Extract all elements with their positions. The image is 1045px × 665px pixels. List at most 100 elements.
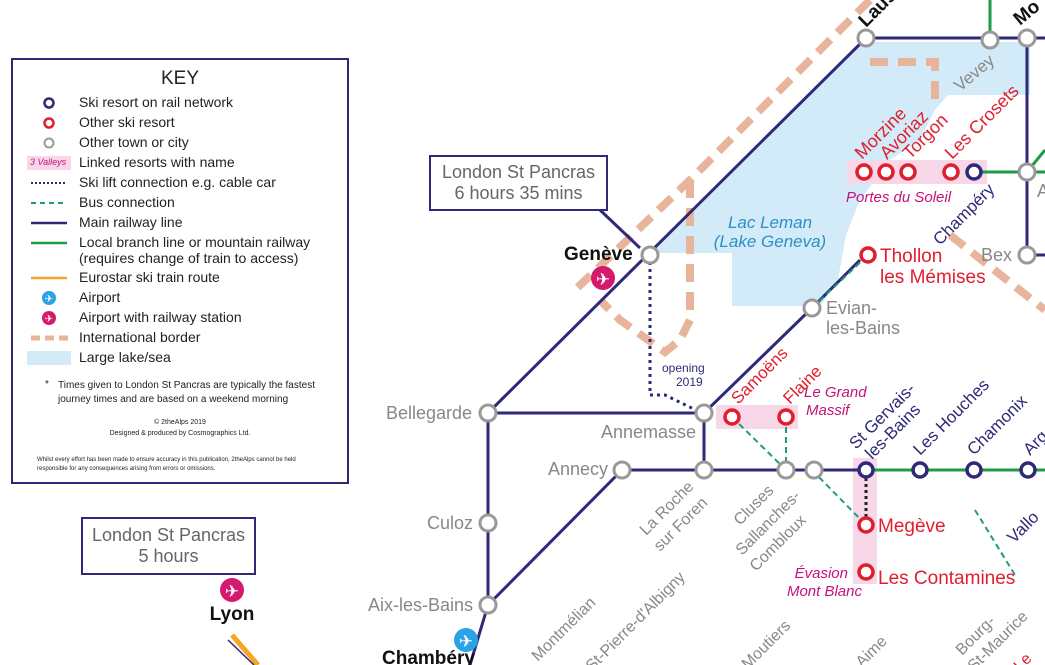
svg-text:✈: ✈ [45, 294, 53, 305]
eurostar-route-edge [227, 639, 255, 665]
key-row: ✈ Airport with railway station [13, 308, 347, 328]
ski-resort-rail-symbol [43, 97, 55, 109]
key-row: Ski lift connection e.g. cable car [13, 173, 347, 193]
label-aime: Aime [853, 633, 891, 665]
key-label: Linked resorts with name [79, 154, 235, 170]
label-bex: Bex [981, 245, 1012, 265]
svg-text:✈: ✈ [45, 314, 53, 325]
svg-text:✈: ✈ [225, 582, 239, 601]
airport-symbol: ✈ [42, 291, 56, 305]
key-disclaimer-line2: responsible for any consequences arising… [37, 466, 216, 472]
time-box-pointer [598, 208, 642, 250]
label-geneve: Genève [564, 244, 633, 265]
label-grand-massif-line2: Massif [806, 402, 851, 419]
international-border [572, 0, 1045, 358]
linked-resorts-symbol [27, 156, 71, 170]
other-ski-resort-symbol [43, 117, 55, 129]
label-chambery: Chambéry [382, 648, 475, 665]
local-branch-symbol [31, 241, 67, 245]
key-label: Large lake/sea [79, 349, 171, 365]
airport-icon: ✈ [454, 628, 478, 652]
key-row: Bus connection [13, 193, 347, 213]
label-evasion-line1: Évasion [795, 565, 848, 582]
eurostar-symbol [31, 276, 67, 280]
key-label: Bus connection [79, 194, 175, 210]
key-row: Eurostar ski train route [13, 268, 347, 288]
label-opening-line1: opening [662, 361, 705, 375]
ski-lift-symbol [31, 182, 67, 184]
svg-text:✈: ✈ [596, 270, 610, 289]
key-label: Airport with railway station [79, 309, 242, 325]
time-box-lyon-line2: 5 hours [138, 546, 199, 566]
linked-resorts-tag: 3 Valleys [30, 157, 67, 167]
key-disclaimer-line1: Whilst every effort has been made to ens… [37, 457, 296, 463]
ski-resort-rail-markers [857, 163, 1037, 479]
map-key: KEY Ski resort on rail network Other ski… [11, 58, 349, 484]
lake-symbol [27, 351, 71, 365]
key-label: Local branch line or mountain railway [79, 234, 311, 250]
label-vallorcine: Vallo [1003, 508, 1042, 547]
key-row: 3 Valleys Linked resorts with name [13, 153, 347, 173]
label-annecy: Annecy [548, 459, 608, 479]
label-moutiers: Moutiers [739, 617, 794, 665]
key-row: Other ski resort [13, 113, 347, 133]
svg-text:✈: ✈ [459, 632, 473, 651]
label-aigle: A [1037, 181, 1045, 201]
key-row: International border [13, 328, 347, 348]
label-annemasse: Annemasse [601, 422, 696, 442]
airport-rail-icon: ✈ [220, 578, 244, 602]
key-copyright: © 2theAlps 2019 [154, 419, 206, 426]
label-bellegarde: Bellegarde [386, 403, 472, 423]
label-grand-massif-line1: Le Grand [804, 384, 867, 401]
key-label: Other ski resort [79, 114, 175, 130]
label-opening-line2: 2019 [676, 375, 703, 389]
label-thollon-line2: les Mémises [880, 267, 986, 288]
main-railway-symbol [31, 221, 67, 225]
key-row: Other town or city [13, 133, 347, 153]
eurostar-route [230, 633, 260, 665]
other-town-symbol [43, 137, 55, 149]
label-megeve: Megève [878, 516, 946, 537]
key-row: Large lake/sea [13, 348, 347, 368]
key-label: Airport [79, 289, 121, 305]
label-aix: Aix-les-Bains [368, 595, 473, 615]
label-thollon-line1: Thollon [880, 246, 942, 267]
time-box-lyon-line1: London St Pancras [91, 525, 246, 545]
label-lake-line2: (Lake Geneva) [714, 232, 826, 251]
key-label: Ski resort on rail network [79, 94, 234, 110]
key-label: Eurostar ski train route [79, 269, 220, 285]
time-box-geneve: London St Pancras 6 hours 35 mins [429, 155, 608, 211]
key-note-line2: journey times and are based on a weekend… [58, 394, 289, 405]
key-row: Ski resort on rail network [13, 93, 347, 113]
label-le-partial: Le [1011, 650, 1036, 665]
other-ski-resort-markers [723, 163, 960, 581]
key-row: Main railway line [13, 213, 347, 233]
bus-symbol [31, 202, 67, 204]
key-credit: Designed & produced by Cosmographics Ltd… [109, 430, 251, 437]
label-evian-line2: les-Bains [826, 318, 900, 338]
label-culoz: Culoz [427, 513, 473, 533]
label-portes-du-soleil: Portes du Soleil [846, 189, 952, 206]
key-note-line1: Times given to London St Pancras are typ… [58, 380, 315, 391]
time-box-geneve-line1: London St Pancras [441, 162, 596, 182]
airport-rail-symbol: ✈ [42, 311, 56, 325]
town-markers [478, 28, 1037, 615]
key-label-secondary: (requires change of train to access) [79, 250, 299, 266]
label-argentiere: Arg [1019, 427, 1045, 459]
lake-geneva [650, 42, 1030, 306]
key-label: Other town or city [79, 134, 189, 150]
key-asterisk: * [45, 379, 49, 390]
label-montreux: Mo [1010, 0, 1045, 30]
border-symbol [31, 335, 71, 341]
label-evian-line1: Evian- [826, 298, 877, 318]
label-les-contamines: Les Contamines [878, 568, 1015, 589]
time-box-geneve-line2: 6 hours 35 mins [454, 183, 583, 203]
label-lake-line1: Lac Leman [728, 213, 812, 232]
key-label: Main railway line [79, 214, 183, 230]
label-lyon: Lyon [210, 604, 255, 625]
label-montmelian: Montmélian [529, 594, 600, 665]
ski-lift-connection [648, 255, 701, 414]
time-box-lyon: London St Pancras 5 hours [81, 517, 256, 575]
key-row: ✈ Airport [13, 288, 347, 308]
label-evasion-line2: Mont Blanc [787, 583, 863, 600]
